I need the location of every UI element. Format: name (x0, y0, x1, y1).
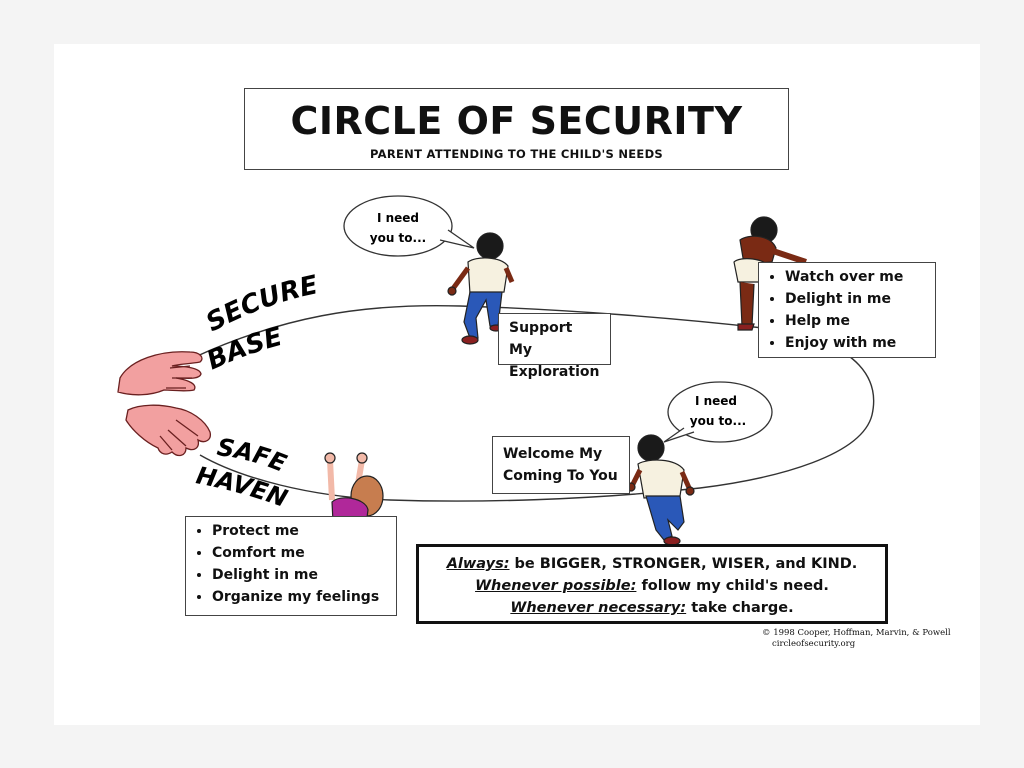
welcome-line-1: Welcome My (503, 446, 603, 462)
title-box: CIRCLE OF SECURITY PARENT ATTENDING TO T… (244, 88, 789, 170)
page-title: CIRCLE OF SECURITY (290, 99, 743, 143)
always-box: Always: be BIGGER, STRONGER, WISER, and … (416, 544, 888, 624)
list-item: Watch over me (785, 266, 927, 288)
support-line-1: Support My (509, 320, 573, 358)
safe-haven-needs-box: Protect me Comfort me Delight in me Orga… (185, 516, 397, 616)
always-line-3: Whenever necessary: take charge. (510, 600, 794, 616)
list-item: Protect me (212, 520, 388, 542)
upper-hand-icon (117, 351, 203, 396)
support-exploration-box: Support My Exploration (498, 313, 611, 380)
toddler-returning-icon (626, 434, 695, 546)
svg-text:you to...: you to... (690, 414, 746, 428)
list-item: Organize my feelings (212, 586, 388, 608)
svg-text:you to...: you to... (370, 231, 426, 245)
list-item: Delight in me (785, 288, 927, 310)
list-item: Comfort me (212, 542, 388, 564)
svg-text:I need: I need (695, 394, 737, 408)
list-item: Delight in me (212, 564, 388, 586)
copyright-credit: © 1998 Cooper, Hoffman, Marvin, & Powell… (762, 628, 951, 650)
welcome-coming-box: Welcome My Coming To You (492, 436, 630, 494)
always-line-1: Always: be BIGGER, STRONGER, WISER, and … (446, 556, 858, 572)
speech-bubble-bottom: I need you to... (663, 381, 773, 443)
support-line-2: Exploration (509, 364, 600, 380)
toddler-climbing-icon (733, 216, 807, 331)
website-line: circleofsecurity.org (772, 639, 856, 649)
list-item: Enjoy with me (785, 332, 927, 354)
svg-text:I need: I need (377, 211, 419, 225)
secure-base-needs-box: Watch over me Delight in me Help me Enjo… (758, 262, 936, 358)
speech-bubble-top: I need you to... (343, 195, 475, 257)
copyright-line: © 1998 Cooper, Hoffman, Marvin, & Powell (762, 628, 951, 638)
list-item: Help me (785, 310, 927, 332)
page-subtitle: PARENT ATTENDING TO THE CHILD'S NEEDS (369, 147, 664, 161)
lower-hand-icon (125, 404, 211, 457)
circle-loop (194, 304, 875, 502)
always-line-2: Whenever possible: follow my child's nee… (475, 578, 829, 594)
welcome-line-2: Coming To You (503, 468, 618, 484)
